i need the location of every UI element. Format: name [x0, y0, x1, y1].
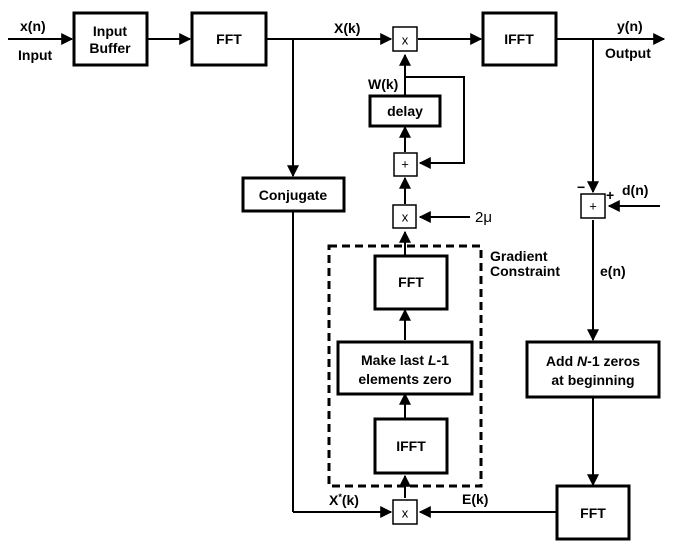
gc-zero-line1: Make last L-1	[361, 352, 449, 368]
ifft-main-block: IFFT	[481, 11, 558, 67]
label-input: Input	[18, 47, 53, 63]
svg-text:x: x	[402, 33, 409, 48]
svg-text:x: x	[402, 210, 409, 225]
label-E-k: E(k)	[462, 491, 488, 507]
label-y-n: y(n)	[617, 18, 643, 34]
input-buffer-line1: Input	[93, 23, 128, 39]
add-zeros-line2: at beginning	[551, 372, 634, 388]
gc-zero-line2: elements zero	[358, 371, 451, 387]
gradient-constraint-region	[327, 244, 483, 488]
multiplier-bottom: x	[392, 499, 418, 525]
label-W-k: W(k)	[368, 76, 398, 92]
label-gradient: Gradient	[490, 248, 548, 264]
delay-label: delay	[387, 103, 423, 119]
label-Xconj-k: X*(k)	[329, 492, 359, 508]
label-x-n: x(n)	[20, 18, 46, 34]
add-zeros-block: Add N-1 zeros at beginning	[525, 340, 661, 399]
gc-zero-block: Make last L-1 elements zero	[336, 340, 474, 396]
fft-error-label: FFT	[580, 505, 606, 521]
label-e-n: e(n)	[600, 263, 626, 279]
fft-main-block: FFT	[190, 11, 268, 67]
label-constraint: Constraint	[490, 263, 560, 279]
summer-weights: +	[393, 152, 418, 177]
label-2mu: 2μ	[475, 209, 492, 226]
summer-error: +	[580, 193, 606, 219]
input-buffer-block: Input Buffer	[72, 11, 149, 67]
wire-W-feedback	[405, 76, 465, 169]
svg-text:x: x	[402, 506, 409, 521]
delay-block: delay	[368, 94, 442, 128]
label-minus: −	[577, 179, 585, 195]
gc-ifft-block: IFFT	[373, 417, 449, 475]
label-output: Output	[605, 45, 651, 61]
fft-error-block: FFT	[555, 484, 631, 541]
fft-main-label: FFT	[216, 31, 242, 47]
conjugate-block: Conjugate	[241, 176, 346, 213]
conjugate-label: Conjugate	[259, 187, 328, 203]
multiplier-mu: x	[392, 204, 417, 229]
svg-text:+: +	[589, 199, 597, 214]
gc-fft-label: FFT	[398, 274, 424, 290]
label-d-n: d(n)	[622, 182, 648, 198]
label-plus: +	[606, 187, 614, 203]
label-X-k: X(k)	[334, 20, 360, 36]
input-buffer-line2: Buffer	[89, 40, 131, 56]
ifft-main-label: IFFT	[504, 31, 534, 47]
gc-ifft-label: IFFT	[396, 438, 426, 454]
svg-text:+: +	[401, 157, 409, 172]
gc-fft-block: FFT	[373, 254, 449, 311]
multiplier-top: x	[392, 26, 418, 52]
add-zeros-line1: Add N-1 zeros	[546, 353, 640, 369]
